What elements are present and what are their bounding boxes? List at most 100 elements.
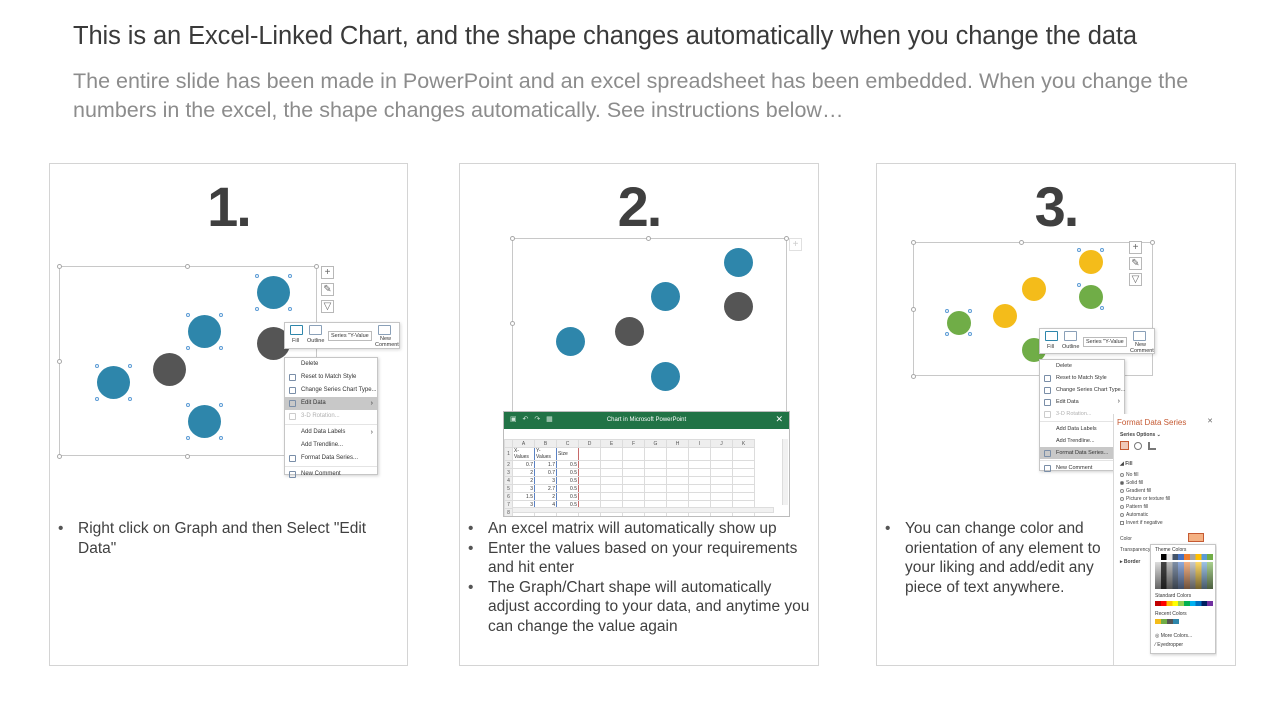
submenu-chevron-icon: ›	[370, 429, 373, 436]
instruction-list: Right click on Graph and then Select "Ed…	[58, 519, 388, 558]
solid-fill-radio[interactable]: Solid fill	[1120, 480, 1143, 486]
list-item: The Graph/Chart shape will automatically…	[468, 578, 813, 637]
submenu-chevron-icon: ›	[1117, 398, 1120, 405]
fill-section-header[interactable]: ◢ Fill	[1120, 461, 1133, 467]
outline-button[interactable]: Outline	[307, 338, 325, 344]
no-fill-radio[interactable]: No fill	[1120, 472, 1139, 478]
menu-item-edit-data[interactable]: Edit Data›	[1040, 396, 1124, 408]
pattern-fill-radio[interactable]: Pattern fill	[1120, 504, 1148, 510]
outline-pen-icon[interactable]	[309, 325, 322, 335]
panel-step-3: 3. + ✎ ▽ Fill Outline Series "Y-Value Ne…	[876, 163, 1236, 666]
quick-access-icons[interactable]: ▣ ↶ ↷ ▦	[510, 416, 555, 423]
menu-item-add-trendline[interactable]: Add Trendline...	[301, 442, 344, 448]
menu-item-reset-style[interactable]: Reset to Match Style	[285, 371, 377, 384]
fill-button[interactable]: Fill	[1047, 344, 1055, 350]
chart-elements-plus-icon[interactable]: +	[321, 266, 334, 279]
menu-item-3d-rotation[interactable]: 3-D Rotation...	[285, 410, 377, 423]
recent-color-swatches[interactable]	[1155, 619, 1179, 624]
mini-toolbar: Fill Outline Series "Y-Value New Comment	[284, 322, 400, 349]
series-options-dropdown[interactable]: Series Options ⌄	[1120, 432, 1161, 438]
bubble-point[interactable]	[993, 304, 1017, 328]
chart-filters-funnel-icon[interactable]: ▽	[1129, 273, 1142, 286]
menu-item-reset-style[interactable]: Reset to Match Style	[1040, 372, 1124, 384]
series-dropdown[interactable]: Series "Y-Value	[328, 331, 372, 341]
list-item: Enter the values based on your requireme…	[468, 539, 813, 578]
eyedropper-button[interactable]: ⁄ Eyedropper	[1155, 642, 1184, 648]
rotation-icon	[289, 413, 296, 420]
more-colors-button[interactable]: ◎ More Colors...	[1155, 633, 1193, 639]
series-dropdown[interactable]: Series "Y-Value	[1083, 337, 1127, 347]
bubble-point[interactable]	[556, 327, 585, 356]
close-icon[interactable]: ✕	[775, 414, 783, 424]
bubble-point[interactable]	[1079, 250, 1103, 274]
bubble-point[interactable]	[724, 248, 753, 277]
menu-item-3d-rotation[interactable]: 3-D Rotation...	[1040, 408, 1124, 420]
color-picker-button[interactable]	[1188, 533, 1204, 542]
menu-item-change-chart-type[interactable]: Change Series Chart Type...	[285, 384, 377, 397]
menu-item-new-comment[interactable]: New Comment	[285, 468, 377, 481]
menu-item-delete[interactable]: Delete	[301, 361, 319, 367]
format-icon	[1044, 450, 1051, 457]
border-section-header[interactable]: ▸ Border	[1120, 559, 1141, 565]
chart-elements-plus-icon[interactable]: +	[1129, 241, 1142, 254]
horizontal-scrollbar[interactable]	[512, 507, 774, 513]
rotation-icon	[1044, 411, 1051, 418]
standard-color-swatches[interactable]	[1155, 601, 1213, 606]
bubble-point[interactable]	[724, 292, 753, 321]
bubble-point[interactable]	[257, 276, 290, 309]
effects-pentagon-icon[interactable]	[1134, 442, 1143, 450]
comment-icon	[289, 471, 296, 478]
bubble-point[interactable]	[153, 353, 186, 386]
bubble-point[interactable]	[615, 317, 644, 346]
new-comment-icon[interactable]	[378, 325, 391, 335]
instruction-list: An excel matrix will automatically show …	[468, 519, 813, 636]
outline-pen-icon[interactable]	[1064, 331, 1077, 341]
fill-line-icon[interactable]	[1120, 441, 1129, 450]
submenu-chevron-icon: ›	[370, 400, 373, 407]
fill-bucket-icon[interactable]	[1045, 331, 1058, 341]
fill-bucket-icon[interactable]	[290, 325, 303, 335]
menu-item-add-trendline[interactable]: Add Trendline...	[1056, 438, 1095, 444]
bubble-point[interactable]	[1022, 277, 1046, 301]
color-palette-dropdown: Theme Colors Standard Colors Recent Colo…	[1150, 544, 1216, 654]
chart-filters-funnel-icon[interactable]: ▽	[321, 300, 334, 313]
bubble-point[interactable]	[188, 315, 221, 348]
gradient-fill-radio[interactable]: Gradient fill	[1120, 488, 1151, 494]
picture-fill-radio[interactable]: Picture or texture fill	[1120, 496, 1170, 502]
vertical-scrollbar[interactable]	[782, 439, 788, 505]
fill-button[interactable]: Fill	[292, 338, 300, 344]
bubble-point[interactable]	[947, 311, 971, 335]
series-options-bars-icon[interactable]	[1147, 442, 1156, 450]
menu-item-change-chart-type[interactable]: Change Series Chart Type...	[1040, 384, 1125, 396]
bubble-point[interactable]	[188, 405, 221, 438]
new-comment-icon[interactable]	[1133, 331, 1146, 341]
chart-elements-plus-icon[interactable]: +	[789, 238, 802, 251]
new-comment-button[interactable]: New	[380, 336, 392, 342]
menu-item-delete[interactable]: Delete	[1056, 363, 1072, 369]
chart-styles-brush-icon[interactable]: ✎	[321, 283, 334, 296]
menu-item-format-data-series[interactable]: Format Data Series...	[285, 452, 377, 465]
bubble-point[interactable]	[1079, 285, 1103, 309]
new-comment-button[interactable]: New	[1135, 342, 1147, 348]
menu-item-new-comment[interactable]: New Comment	[1040, 462, 1124, 474]
bubble-point[interactable]	[651, 362, 680, 391]
menu-item-add-data-labels[interactable]: Add Data Labels›	[1040, 423, 1124, 435]
menu-item-edit-data[interactable]: Edit Data›	[285, 397, 377, 410]
menu-item-add-data-labels[interactable]: Add Data Labels›	[285, 426, 377, 439]
pane-title: Format Data Series	[1117, 418, 1187, 427]
outline-button[interactable]: Outline	[1062, 344, 1080, 350]
chart-styles-brush-icon[interactable]: ✎	[1129, 257, 1142, 270]
theme-color-swatches[interactable]	[1155, 554, 1213, 589]
bubble-point[interactable]	[97, 366, 130, 399]
menu-item-format-data-series[interactable]: Format Data Series...	[1040, 447, 1124, 459]
close-icon[interactable]: ✕	[1207, 418, 1213, 425]
automatic-radio[interactable]: Automatic	[1120, 512, 1148, 518]
bubble-point[interactable]	[651, 282, 680, 311]
invert-if-negative-checkbox[interactable]: Invert if negative	[1120, 520, 1163, 526]
excel-title-bar: ▣ ↶ ↷ ▦ Chart in Microsoft PowerPoint ✕	[504, 412, 789, 429]
